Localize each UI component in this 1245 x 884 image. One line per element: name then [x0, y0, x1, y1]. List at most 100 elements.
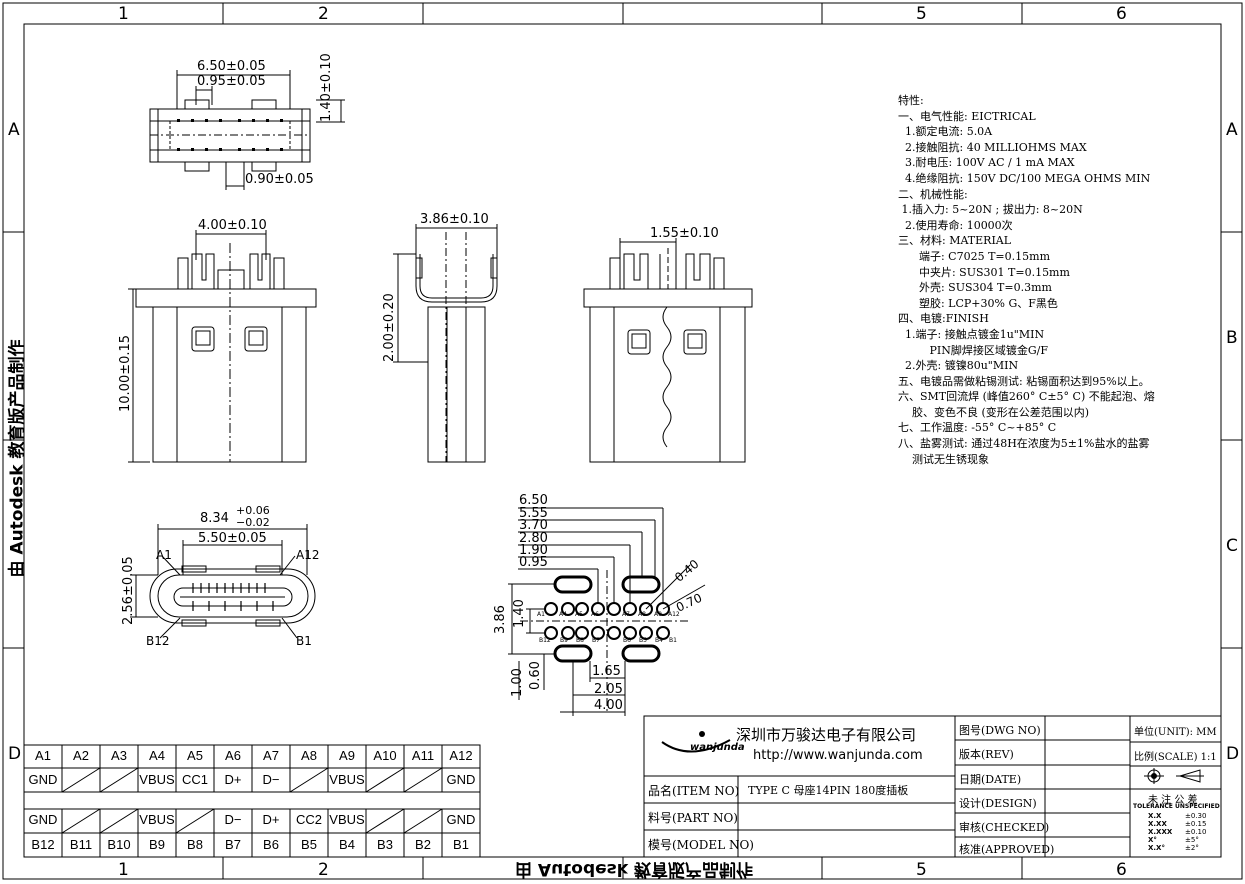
- pad-label-a6: A6: [591, 611, 599, 618]
- pad-label-b7: B7: [592, 637, 600, 644]
- tolerance-format: X.XXX: [1148, 828, 1173, 836]
- pin-signal-cell: VBUS: [139, 772, 175, 787]
- pin-name-cell: B2: [415, 837, 431, 852]
- pin-signal-cell: D+: [262, 812, 280, 827]
- fp-dim-205: 2.05: [594, 682, 623, 697]
- fp-dim-140: 1.40: [512, 599, 527, 628]
- pad-label-b9: B9: [560, 637, 568, 644]
- projection-symbol: [1144, 768, 1204, 784]
- pad-label-a4: A4: [559, 611, 567, 618]
- item-value: TYPE C 母座14PIN 180度插板: [748, 784, 909, 797]
- rev-label: 版本(REV): [959, 748, 1014, 761]
- spec-line: 七、工作温度: -55° C~+85° C: [898, 421, 1057, 435]
- pin-name-cell: B5: [301, 837, 317, 852]
- pin-signal-cell: GND: [28, 812, 58, 827]
- dim-side-depth: 3.86±0.10: [420, 212, 489, 227]
- fp-dim-100: 1.00: [510, 668, 525, 697]
- pin-signal-cell: CC1: [181, 772, 208, 787]
- pin-signal-cell: D−: [262, 772, 280, 787]
- column-label-1-bottom: 1: [118, 860, 129, 880]
- tolerance-subtitle: TOLERANCE UNSPECIFIED: [1133, 803, 1220, 810]
- dim-top-height: 1.40±0.10: [319, 53, 334, 122]
- spec-line: 2.接触阻抗: 40 MILLIOHMS MAX: [898, 140, 1087, 154]
- spec-line: 塑胶: LCP+30% G、F黑色: [898, 296, 1058, 310]
- tolerance-format: X.XX: [1148, 820, 1167, 828]
- tolerance-format: X°: [1148, 836, 1157, 844]
- dim-port-width-minus: −0.02: [236, 516, 270, 529]
- spec-line: 外壳: SUS304 T=0.3mm: [898, 281, 1052, 295]
- spec-line: 测试无生锈现象: [898, 452, 989, 466]
- pad-label-a5: A5: [575, 611, 583, 618]
- pin-signal-cell: GND: [446, 772, 476, 787]
- front-view: [128, 230, 317, 463]
- logo-swoosh: [661, 731, 731, 753]
- column-label-6-bottom: 6: [1116, 860, 1127, 880]
- pin-signal-cell: VBUS: [329, 772, 365, 787]
- pin-name-cell: B8: [187, 837, 203, 852]
- pin-name-cell: A10: [373, 748, 397, 763]
- pin-name-cell: B11: [69, 837, 93, 852]
- pin-name-cell: B3: [377, 837, 393, 852]
- dim-front-width: 4.00±0.10: [198, 218, 267, 233]
- row-label-c-right: C: [1226, 536, 1238, 556]
- dim-port-width-plus: +0.06: [236, 504, 270, 517]
- pad-label-b6: B6: [623, 637, 631, 644]
- pad-label-a7: A7: [622, 611, 630, 618]
- pad-label-a1: A1: [537, 611, 545, 618]
- title-block-grid: [643, 715, 1222, 858]
- pad-label-b4: B4: [655, 637, 663, 644]
- spec-line: 1.插入力: 5~20N ; 拔出力: 8~20N: [898, 203, 1083, 217]
- pin-name-cell: A5: [187, 748, 203, 763]
- pin-name-cell: A8: [301, 748, 317, 763]
- part-label: 料号(PART NO): [648, 811, 738, 825]
- spec-line: 1.额定电流: 5.0A: [898, 125, 993, 139]
- rear-view: [583, 238, 753, 463]
- company-website[interactable]: http://www.wanjunda.com: [753, 748, 923, 763]
- pin-signal-cell: D−: [224, 812, 242, 827]
- column-label-2-bottom: 2: [318, 860, 329, 880]
- column-label-2: 2: [318, 4, 329, 24]
- dim-port-height: 2.56±0.05: [121, 556, 136, 625]
- fp-dim-060: 0.60: [528, 661, 543, 690]
- pin-table-grid: [23, 744, 481, 858]
- fp-dim-165: 1.65: [592, 664, 621, 679]
- pin-name-cell: B12: [31, 837, 55, 852]
- spec-line: 中夹片: SUS301 T=0.15mm: [898, 265, 1070, 279]
- pin-name-cell: B9: [149, 837, 165, 852]
- row-label-a: A: [8, 120, 20, 140]
- dim-top-tab: 0.90±0.05: [245, 172, 314, 187]
- top-view: [149, 70, 345, 190]
- tolerance-title: 未 注 公 差: [1148, 795, 1198, 806]
- pin-name-cell: B10: [107, 837, 131, 852]
- tolerance-value: ±0.10: [1185, 828, 1207, 836]
- pad-label-b1: B1: [669, 637, 677, 644]
- row-label-d: D: [8, 744, 22, 764]
- pin-name-cell: A11: [411, 748, 435, 763]
- dim-port-shell: 5.50±0.05: [198, 531, 267, 546]
- spec-line: 2.外壳: 镀镍80u"MIN: [898, 359, 1019, 373]
- pin-name-cell: A7: [263, 748, 279, 763]
- pin-name-cell: A1: [35, 748, 51, 763]
- side-view: [393, 224, 498, 463]
- spec-line: 2.使用寿命: 10000次: [898, 218, 1013, 232]
- spec-line: 八、盐雾测试: 通过48H在浓度为5±1%盐水的盐雾: [898, 437, 1150, 451]
- column-label-1: 1: [118, 4, 129, 24]
- spec-line: 一、电气性能: EICTRICAL: [898, 109, 1036, 123]
- spec-line: 六、SMT回流焊 (峰值260° C±5° C) 不能起泡、熔: [898, 390, 1155, 404]
- tolerance-value: ±0.15: [1185, 820, 1207, 828]
- fp-dim-650: 6.50: [519, 493, 548, 508]
- pad-label-a9: A9: [654, 611, 662, 618]
- dim-top-pitch: 0.95±0.05: [197, 74, 266, 89]
- pin-signal-cell: VBUS: [139, 812, 175, 827]
- date-label: 日期(DATE): [959, 773, 1022, 786]
- tolerance-format: X.X°: [1148, 844, 1165, 852]
- spec-notes: 特性: 一、电气性能: EICTRICAL 1.额定电流: 5.0A 2.接触阻…: [898, 93, 1155, 467]
- unit-label: 单位(UNIT): MM: [1134, 727, 1217, 738]
- pad-label-b12: B12: [539, 637, 551, 644]
- fp-dim-280: 2.80: [519, 531, 548, 546]
- fp-dim-400: 4.00: [594, 698, 623, 713]
- port-label-b1: B1: [296, 634, 312, 648]
- spec-line: 端子: C7025 T=0.15mm: [898, 249, 1050, 263]
- spec-line: 五、电镀品需做粘锡测试: 粘锡面积达到95%以上。: [898, 374, 1150, 388]
